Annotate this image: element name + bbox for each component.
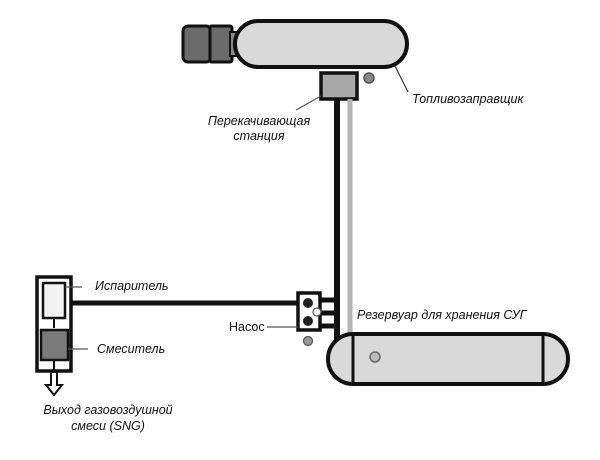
output-label-line2: смеси (SNG) <box>71 419 145 433</box>
vaporizer-mixer-unit <box>35 275 73 397</box>
pump-label: Насос <box>229 320 265 334</box>
output-label: Выход газовоздушной смеси (SNG) <box>28 402 188 434</box>
tanker-tank <box>233 19 409 69</box>
vaporizer <box>41 281 67 320</box>
pump-drain-icon <box>302 335 314 347</box>
pump-rotor-top <box>303 298 313 308</box>
pumping-station <box>319 71 359 101</box>
output-arrow-icon <box>43 371 65 397</box>
mixer-label: Смеситель <box>97 342 166 356</box>
pumping-station-label-line1: Перекачивающая <box>207 114 311 128</box>
pumping-station-leader-line <box>295 95 322 111</box>
tanker-cab-front <box>181 24 213 64</box>
tanker-leader-line <box>394 65 409 93</box>
pump <box>296 291 335 347</box>
pumping-station-valve-icon <box>363 72 375 84</box>
storage-tank-body <box>326 332 570 386</box>
storage-tank-port-icon <box>369 351 381 363</box>
tanker-label: Топливозаправщик <box>412 92 524 106</box>
pump-rotor-bottom <box>303 316 313 326</box>
vaporizer-label: Испаритель <box>95 279 169 293</box>
storage-tank <box>326 332 570 386</box>
output-label-line1: Выход газовоздушной <box>43 403 173 417</box>
mixer <box>39 328 70 362</box>
tanker-cab-rear <box>208 24 234 64</box>
pump-valve-icon <box>312 307 322 317</box>
pumping-station-label: Перекачивающая станция <box>196 114 322 144</box>
pumping-station-label-line2: станция <box>233 129 285 143</box>
storage-tank-label: Резервуар для хранения СУГ <box>357 308 527 322</box>
tanker-truck <box>181 19 409 69</box>
